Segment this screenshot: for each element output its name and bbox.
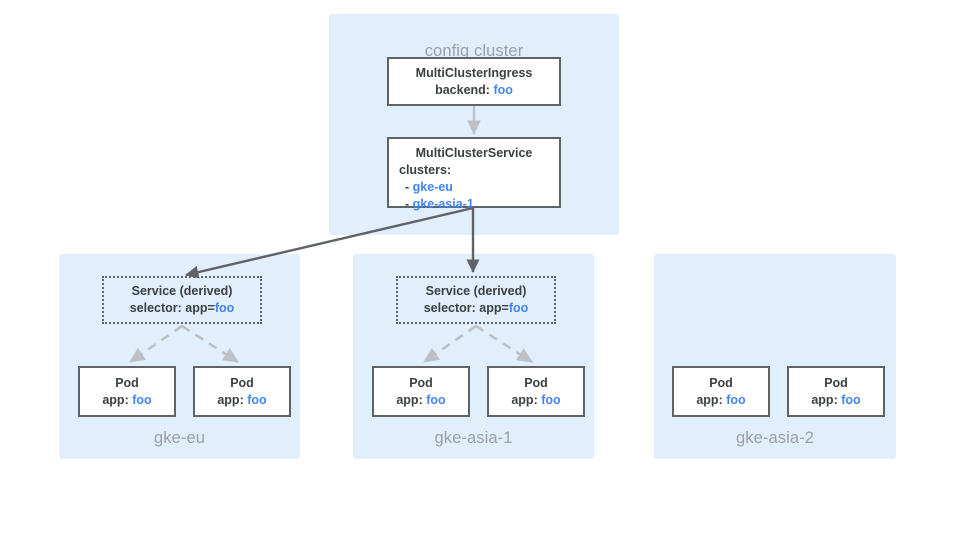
pod-app-label: app:: [511, 392, 538, 407]
pod-app-label: app:: [396, 392, 423, 407]
multiclusterservice-title: MultiClusterService: [415, 146, 533, 160]
pod-app: app: foo: [374, 392, 468, 409]
derived-service-selector-label: selector: app=: [423, 301, 509, 315]
multiclusteringress-backend-value: foo: [493, 82, 513, 97]
list-bullet: -: [405, 197, 410, 211]
multiclusteringress-backend: backend: foo: [389, 82, 559, 99]
pod-app-label: app:: [102, 392, 129, 407]
panel-title-gke-asia-1: gke-asia-1: [434, 429, 513, 447]
pod-app: app: foo: [674, 392, 768, 409]
derived-service-selector-value: foo: [508, 301, 529, 315]
panel-title-config-cluster: config cluster: [424, 42, 524, 60]
list-bullet: -: [405, 180, 410, 194]
pod-app: app: foo: [195, 392, 289, 409]
pod-app: app: foo: [789, 392, 883, 409]
multiclusteringress-backend-label: backend:: [435, 82, 490, 97]
pod-app-label: app:: [811, 392, 838, 407]
pod-title: Pod: [230, 375, 254, 390]
panel-gke-asia-1: gke-asia-1: [353, 254, 594, 459]
pod-app: app: foo: [489, 392, 583, 409]
pod-title: Pod: [709, 375, 733, 390]
derived-service-box-gke-asia-1[interactable]: Service (derived) selector: app=foo: [396, 276, 556, 324]
panel-title-gke-asia-2: gke-asia-2: [735, 429, 815, 447]
pod-app-label: app:: [696, 392, 723, 407]
pod-app-value: foo: [426, 392, 446, 407]
multiclusterservice-cluster-value: gke-asia-1: [412, 197, 474, 211]
pod-app: app: foo: [80, 392, 174, 409]
pod-title: Pod: [409, 375, 433, 390]
pod-box[interactable]: Pod app: foo: [487, 366, 585, 417]
pod-box[interactable]: Pod app: foo: [787, 366, 885, 417]
pod-app-value: foo: [541, 392, 561, 407]
derived-service-box-gke-eu[interactable]: Service (derived) selector: app=foo: [102, 276, 262, 324]
derived-service-title: Service (derived): [425, 284, 527, 298]
multiclusterservice-cluster-item: - gke-eu: [389, 179, 559, 196]
pod-box[interactable]: Pod app: foo: [78, 366, 176, 417]
pod-title: Pod: [524, 375, 548, 390]
pod-title: Pod: [115, 375, 139, 390]
derived-service-selector: selector: app=foo: [104, 300, 260, 317]
pod-box[interactable]: Pod app: foo: [193, 366, 291, 417]
multiclusteringress-title: MultiClusterIngress: [415, 65, 533, 80]
pod-app-value: foo: [726, 392, 746, 407]
multiclusterservice-cluster-value: gke-eu: [412, 180, 453, 194]
pod-app-value: foo: [132, 392, 152, 407]
multiclusteringress-box[interactable]: MultiClusterIngress backend: foo: [387, 57, 561, 106]
pod-app-value: foo: [247, 392, 267, 407]
derived-service-selector-value: foo: [214, 301, 235, 315]
pod-title: Pod: [824, 375, 848, 390]
multiclusterservice-box[interactable]: MultiClusterService clusters: - gke-eu -…: [387, 137, 561, 211]
pod-app-value: foo: [841, 392, 861, 407]
pod-app-label: app:: [217, 392, 244, 407]
multiclusterservice-cluster-item: - gke-asia-1: [389, 196, 559, 213]
pod-box[interactable]: Pod app: foo: [372, 366, 470, 417]
multiclusterservice-clusters-label: clusters:: [399, 163, 452, 177]
panel-gke-asia-2: gke-asia-2: [654, 254, 896, 459]
pod-box[interactable]: Pod app: foo: [672, 366, 770, 417]
derived-service-title: Service (derived): [131, 284, 233, 298]
derived-service-selector: selector: app=foo: [398, 300, 554, 317]
panel-title-gke-eu: gke-eu: [153, 429, 206, 447]
derived-service-selector-label: selector: app=: [129, 301, 215, 315]
